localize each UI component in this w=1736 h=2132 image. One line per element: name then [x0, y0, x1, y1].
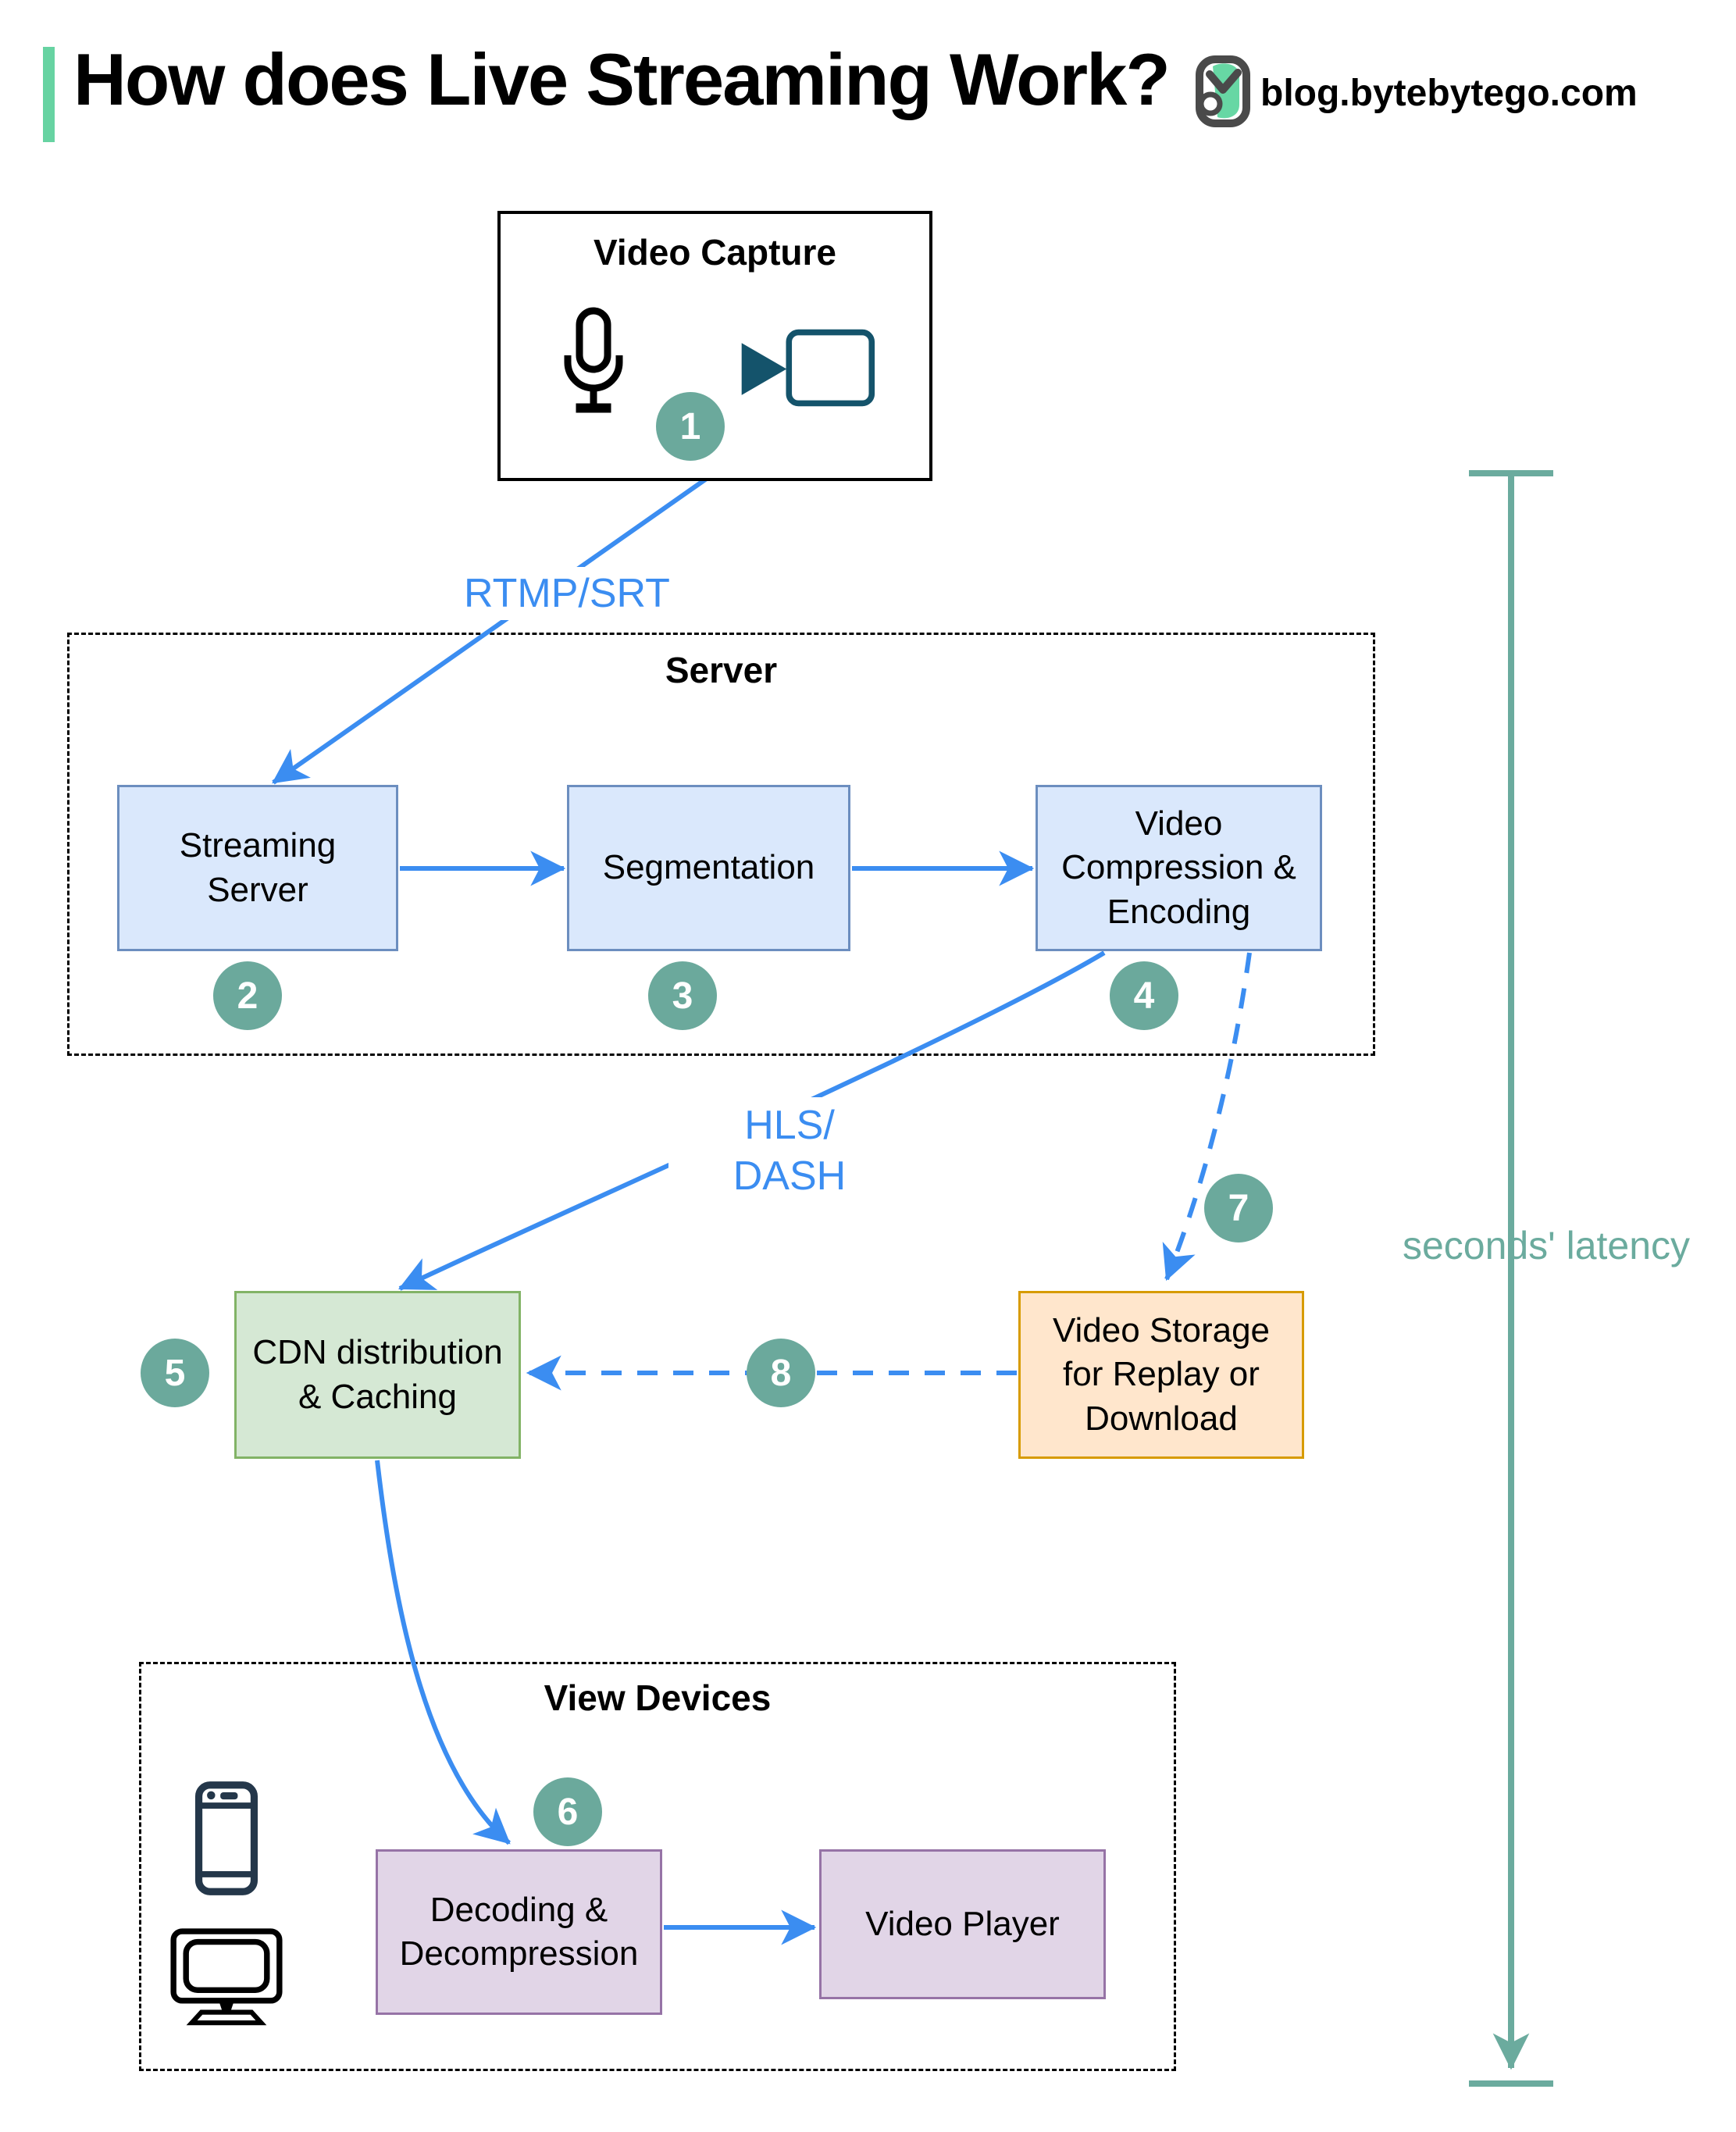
video-compression-encoding-box: Video Compression & Encoding: [1036, 785, 1322, 951]
step-badge-8: 8: [747, 1339, 815, 1407]
server-group-title: Server: [665, 650, 778, 690]
page-title: How does Live Streaming Work?: [73, 38, 1171, 120]
title-accent-bar: [43, 47, 55, 142]
bytebytego-logo-icon: [1196, 55, 1250, 127]
edge-capture-to-streaming: [272, 476, 709, 785]
desktop-monitor-icon: [170, 1928, 283, 2026]
edge-compression-to-storage-dashed: [1162, 952, 1252, 1282]
edge-cdn-to-decoding: [375, 1460, 511, 1845]
video-capture-title: Video Capture: [594, 232, 836, 273]
step-badge-3: 3: [648, 961, 717, 1030]
step-badge-6: 6: [533, 1777, 602, 1846]
view-devices-group-box: View Devices: [139, 1662, 1176, 2071]
latency-label: seconds' latency: [1402, 1224, 1691, 1267]
smartphone-icon: [194, 1781, 258, 1895]
video-camera-icon: [741, 329, 875, 407]
protocol-label-rtmp-srt: RTMP/SRT: [456, 567, 678, 620]
step-badge-4: 4: [1110, 961, 1178, 1030]
video-storage-box: Video Storage for Replay or Download: [1018, 1291, 1304, 1459]
segmentation-box: Segmentation: [567, 785, 850, 951]
cdn-distribution-caching-box: CDN distribution & Caching: [234, 1291, 521, 1459]
step-badge-5: 5: [141, 1339, 209, 1407]
microphone-icon: [564, 307, 623, 413]
video-player-box: Video Player: [819, 1849, 1106, 1999]
step-badge-2: 2: [213, 961, 282, 1030]
streaming-server-box: Streaming Server: [117, 785, 398, 951]
step-badge-1: 1: [656, 392, 725, 461]
site-url-text: blog.bytebytego.com: [1260, 73, 1638, 114]
protocol-label-hls-dash: HLS/ DASH: [668, 1097, 911, 1205]
latency-span-indicator: [1469, 470, 1553, 2087]
server-group-box: Server: [67, 633, 1375, 1056]
decoding-decompression-box: Decoding & Decompression: [376, 1849, 662, 2015]
step-badge-7: 7: [1204, 1174, 1273, 1242]
view-devices-group-title: View Devices: [544, 1677, 772, 1718]
